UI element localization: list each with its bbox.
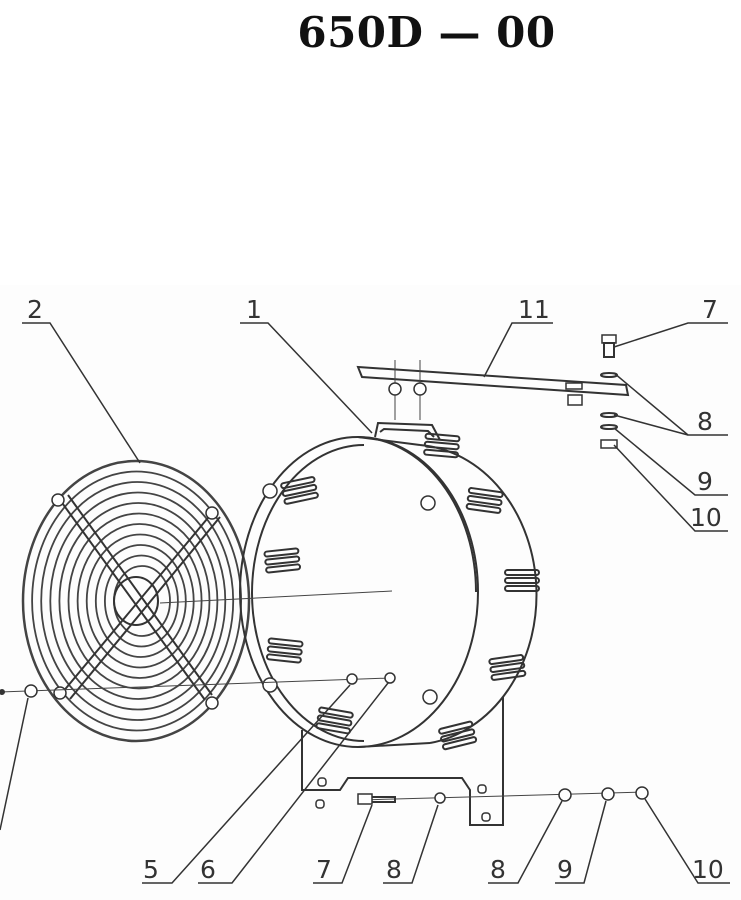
callout-10-bottom: 10 <box>692 855 724 884</box>
callout-1: 1 <box>246 295 262 324</box>
callout-2: 2 <box>27 295 43 324</box>
callout-8-bottom-a: 8 <box>386 855 402 884</box>
callout-10-top: 10 <box>690 503 722 532</box>
callout-8-bottom-b: 8 <box>490 855 506 884</box>
left-fastener-line <box>0 672 396 698</box>
callout-9-top: 9 <box>697 467 713 496</box>
callout-6: 6 <box>200 855 216 884</box>
exploded-view-diagram: 2 1 11 7 8 9 10 5 6 7 8 8 9 10 <box>0 285 741 900</box>
callout-labels: 2 1 11 7 8 9 10 5 6 7 8 8 9 10 <box>27 295 724 884</box>
callout-7-top: 7 <box>702 295 718 324</box>
housing-body <box>159 421 540 826</box>
leader-lines <box>0 322 730 884</box>
callout-7-bottom: 7 <box>316 855 332 884</box>
top-bracket <box>356 360 630 420</box>
drawing-title: 650D — 00 <box>297 8 556 57</box>
right-fastener-stack <box>600 334 618 449</box>
fan-guard <box>21 459 251 743</box>
callout-9-bottom: 9 <box>557 855 573 884</box>
bottom-fastener-line <box>357 786 649 805</box>
callout-5: 5 <box>143 855 159 884</box>
callout-11: 11 <box>518 295 550 324</box>
callout-8-top: 8 <box>697 407 713 436</box>
